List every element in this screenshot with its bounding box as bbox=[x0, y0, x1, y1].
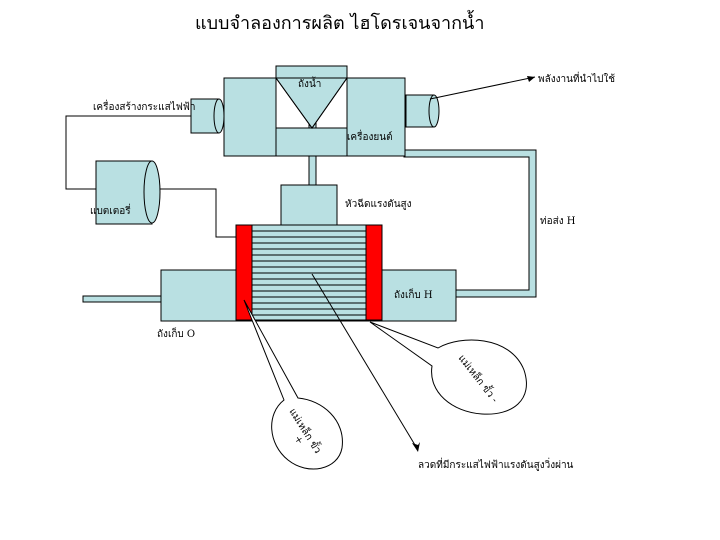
generator-cylinder-end bbox=[213, 98, 225, 134]
water-tank-inner-line bbox=[275, 77, 348, 129]
callout-negative-magnet bbox=[369, 321, 527, 415]
diagram-title: แบบจำลองการผลิต ไฮโดรเจนจากน้ำ bbox=[195, 13, 485, 34]
magnet-negative-bar bbox=[365, 224, 383, 321]
wire-arrow bbox=[311, 273, 419, 451]
engine-label: เครื่องยนต์ bbox=[347, 132, 393, 143]
water-tank-funnel bbox=[275, 65, 348, 129]
o-tank-label: ถังเก็บ O bbox=[157, 329, 196, 340]
battery-body bbox=[95, 160, 153, 225]
wire-label: ลวดที่มีกระแสไฟฟ้าแรงดันสูงวิ่งผ่าน bbox=[418, 460, 574, 471]
battery-cell-wire bbox=[158, 188, 236, 238]
engine-left-block bbox=[223, 77, 277, 157]
nozzle-label: หัวฉีดแรงดันสูง bbox=[345, 199, 412, 210]
callout-positive-magnet bbox=[243, 299, 343, 470]
wire-arrowhead bbox=[412, 442, 420, 452]
battery-end bbox=[143, 160, 161, 224]
energy-arrow bbox=[429, 76, 536, 100]
h-pipe-label: ท่อส่ง H bbox=[540, 216, 576, 227]
energy-used-label: พลังงานที่นำไปใช้ bbox=[538, 74, 616, 85]
nozzle-block bbox=[280, 184, 338, 226]
generator-label: เครื่องสร้างกระแสไฟฟ้า bbox=[93, 102, 196, 113]
water-tank-label: ถังน้ำ bbox=[298, 79, 322, 90]
engine-right-block bbox=[346, 77, 406, 157]
magnet-positive-bar bbox=[235, 224, 253, 321]
engine-bottom-block bbox=[275, 127, 348, 157]
generator-battery-wire bbox=[65, 115, 200, 190]
o-pipe bbox=[82, 295, 164, 303]
output-cylinder-end bbox=[428, 94, 440, 128]
energy-arrowhead bbox=[527, 76, 535, 82]
h-tank-label: ถังเก็บ H bbox=[394, 290, 433, 301]
battery-label: แบตเตอรี่ bbox=[90, 206, 131, 217]
wire-coil-lines bbox=[252, 230, 366, 316]
